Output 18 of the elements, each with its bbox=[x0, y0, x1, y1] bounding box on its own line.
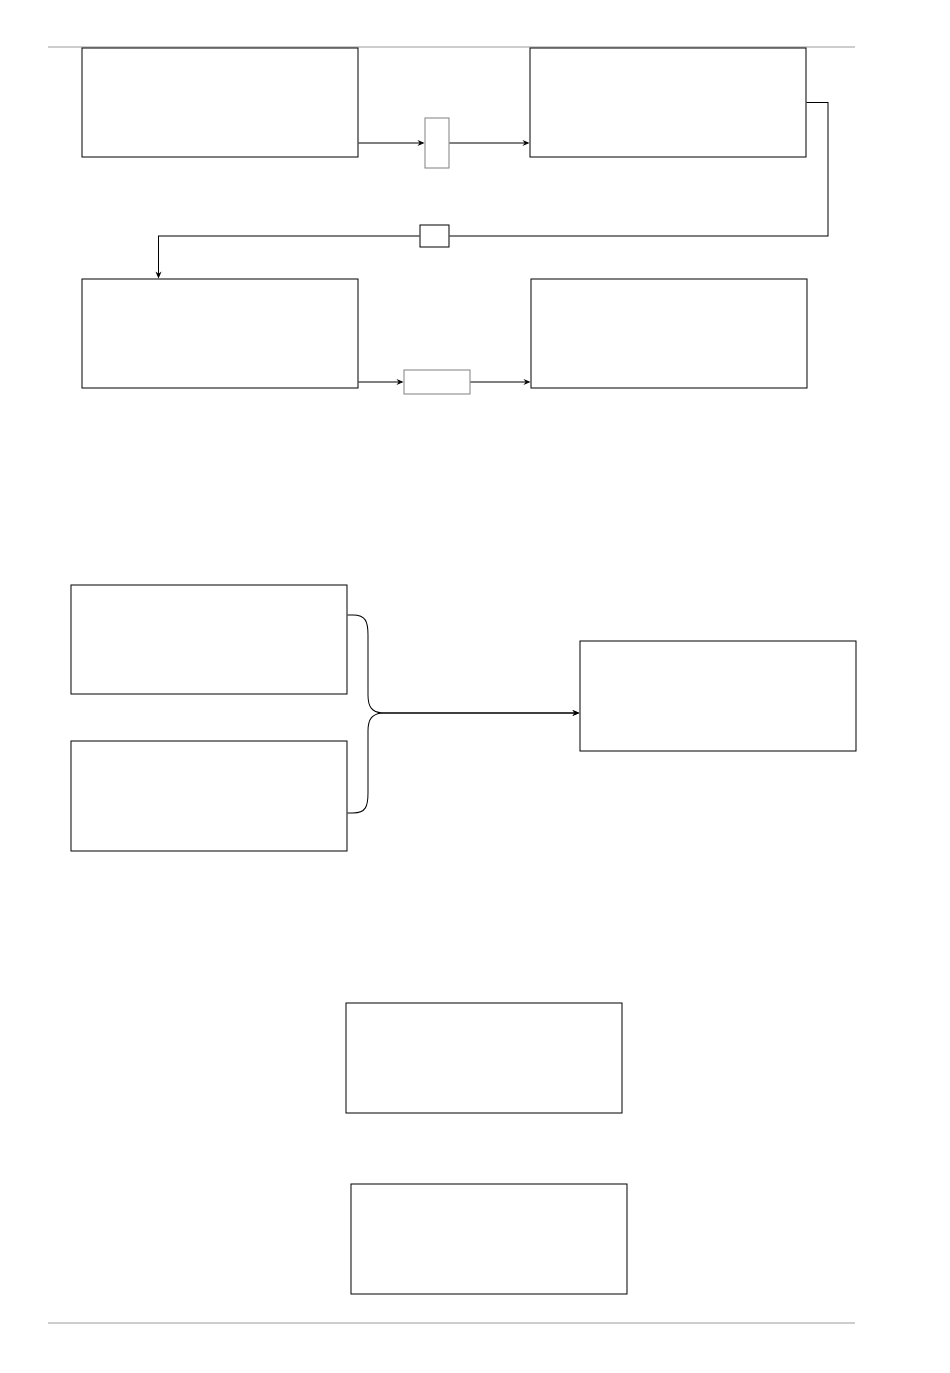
arrow bbox=[156, 235, 420, 278]
box bbox=[530, 278, 808, 389]
box bbox=[579, 640, 857, 752]
box bbox=[403, 369, 471, 395]
box bbox=[70, 740, 348, 852]
arrow bbox=[358, 379, 403, 385]
arrow bbox=[347, 710, 579, 814]
arrow bbox=[470, 379, 530, 385]
box bbox=[70, 584, 348, 695]
arrow bbox=[358, 140, 424, 146]
box bbox=[350, 1183, 628, 1295]
box bbox=[529, 47, 807, 158]
arrow bbox=[449, 140, 529, 146]
box bbox=[81, 278, 359, 389]
box bbox=[419, 224, 450, 248]
box bbox=[345, 1002, 623, 1114]
box bbox=[81, 47, 359, 158]
box bbox=[424, 117, 450, 169]
